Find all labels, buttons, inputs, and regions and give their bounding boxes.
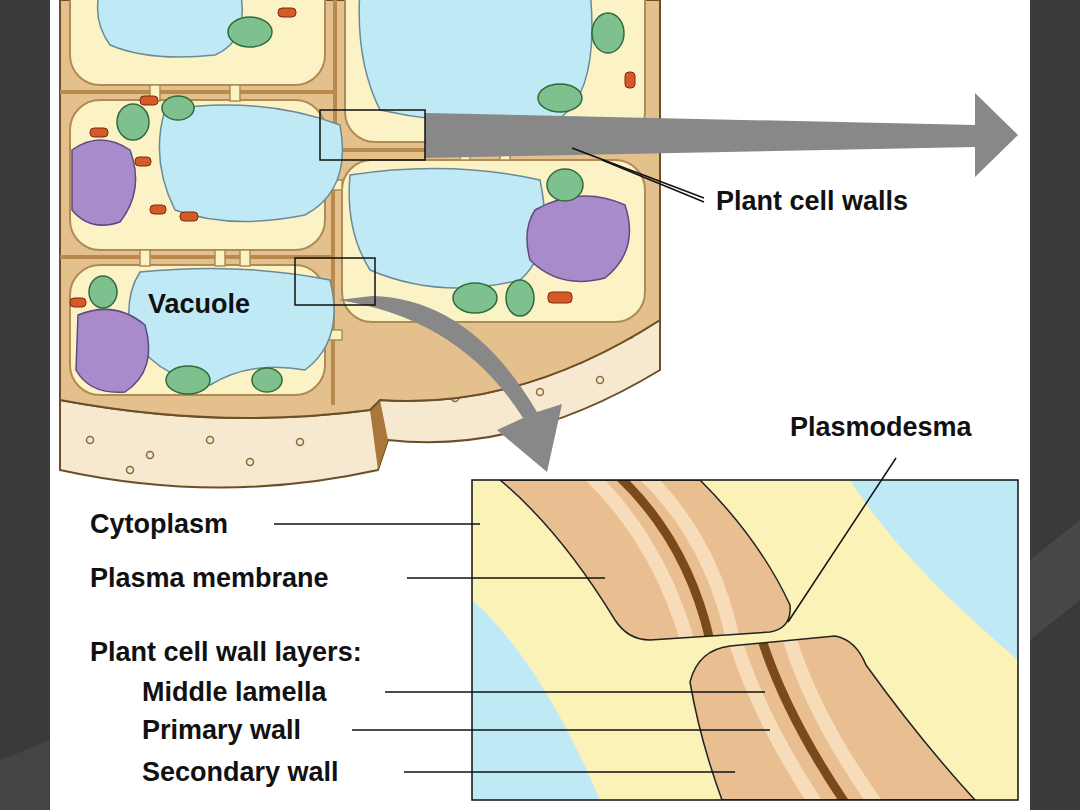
zoom-arrow [338, 296, 562, 472]
callout-label: Secondary wall [142, 757, 339, 787]
callout-label: Plant cell walls [716, 186, 908, 216]
leader-line [274, 458, 896, 772]
slide-decor [1030, 520, 1080, 640]
part-label: Vacuole [148, 289, 250, 319]
mitochondrion [70, 8, 635, 307]
zoom-arrow [425, 93, 1018, 177]
inset-detail [472, 480, 1018, 800]
vacuole [98, 0, 592, 385]
callout-label: Cytoplasm [90, 509, 228, 539]
leader-line [572, 148, 704, 202]
callout-label: Plasmodesma [790, 412, 972, 442]
nucleus [72, 140, 630, 392]
callout-label: Plasma membrane [90, 563, 329, 593]
wall-edge [370, 400, 388, 470]
cell-cytoplasm [70, 0, 645, 395]
zoom-box [295, 258, 375, 305]
heading-label: Plant cell wall layers: [90, 637, 362, 667]
chloroplast [89, 13, 624, 394]
callout-label: Primary wall [142, 715, 301, 745]
callout-label: Middle lamella [142, 677, 327, 707]
slide-decor [0, 740, 50, 810]
white-panel [50, 0, 1030, 810]
inset-frame [472, 480, 1018, 800]
zoom-box [320, 110, 425, 160]
